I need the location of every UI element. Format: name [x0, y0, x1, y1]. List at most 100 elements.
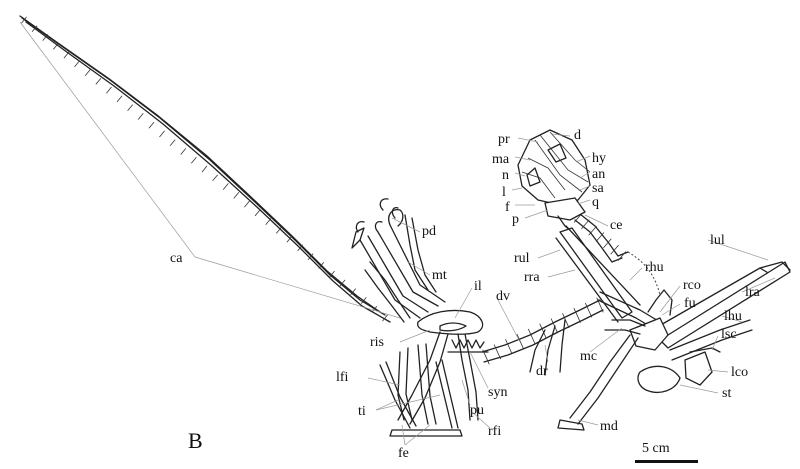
label-il: il — [474, 279, 482, 294]
vertebra-segment — [52, 42, 59, 50]
label-ca: ca — [170, 251, 183, 266]
vertebra-segment — [360, 297, 367, 304]
label-pr: pr — [498, 132, 510, 147]
vertebra-segment — [63, 51, 70, 59]
label-hy: hy — [592, 151, 606, 166]
label-lsc: lsc — [721, 327, 737, 342]
vertebra-segment — [275, 227, 282, 234]
vertebra-segment — [74, 60, 80, 68]
vertebra-segment — [222, 183, 229, 190]
label-sa: sa — [592, 181, 604, 196]
label-lul: lul — [710, 233, 725, 248]
vertebra-segment — [212, 174, 219, 182]
label-mt: mt — [432, 268, 447, 283]
vertebra-segment — [31, 25, 38, 33]
label-q: q — [592, 195, 599, 210]
vertebra-segment — [95, 78, 102, 85]
vertebra-segment — [617, 251, 627, 261]
vertebra-segment — [584, 302, 593, 318]
vertebra-segment — [573, 307, 581, 323]
label-lhu: lhu — [724, 309, 742, 324]
vertebra-segment — [84, 69, 91, 76]
vertebra-segment — [42, 34, 49, 41]
label-st: st — [722, 386, 731, 401]
forelimbs-pectoral — [555, 225, 791, 431]
vertebra-segment — [371, 305, 378, 313]
label-rra: rra — [524, 270, 540, 285]
vertebra-segment — [516, 333, 524, 349]
vertebra-segment — [603, 238, 612, 249]
vertebra-segment — [539, 323, 547, 339]
dorsal-vertebrae — [481, 297, 604, 376]
vertebra-segment — [265, 218, 272, 225]
vertebra-segment — [505, 339, 513, 355]
label-lco: lco — [731, 365, 748, 380]
vertebra-segment — [350, 288, 357, 296]
label-dr: dr — [536, 364, 548, 379]
vertebra-segment — [382, 314, 388, 322]
tail-caudal-series — [19, 15, 391, 323]
vertebra-segment — [339, 279, 346, 287]
label-ris: ris — [370, 335, 384, 350]
label-ti: ti — [358, 404, 366, 419]
vertebra-segment — [297, 244, 303, 252]
label-fe: fe — [398, 446, 409, 461]
vertebra-segment — [127, 104, 134, 111]
vertebra-segment — [106, 86, 112, 94]
vertebra-segment — [527, 328, 536, 344]
part-labels: pr d ma hy n an l sa f q p ce pd ca mt i… — [170, 128, 761, 461]
label-p: p — [512, 212, 519, 227]
skull — [517, 129, 591, 233]
vertebra-segment — [190, 156, 197, 164]
label-rul: rul — [514, 251, 530, 266]
vertebra-segment — [588, 225, 597, 236]
label-syn: syn — [488, 385, 507, 400]
vertebra-segment — [180, 148, 187, 155]
label-rhu: rhu — [645, 260, 664, 275]
panel-letter: B — [188, 428, 203, 453]
label-dv: dv — [496, 289, 510, 304]
vertebra-segment — [201, 165, 208, 173]
vertebra-segment — [169, 139, 176, 147]
scale-bar-line — [635, 460, 698, 463]
label-md: md — [600, 419, 618, 434]
vertebra-segment — [159, 130, 165, 138]
label-rco: rco — [683, 278, 701, 293]
label-n: n — [502, 168, 509, 183]
vertebra-segment — [286, 235, 293, 243]
vertebra-segment — [610, 244, 619, 255]
vertebra-segment — [318, 262, 325, 269]
vertebra-segment — [137, 113, 144, 120]
vertebra-segment — [493, 344, 502, 360]
vertebra-segment — [482, 349, 490, 365]
label-pd: pd — [422, 224, 436, 239]
leader-lines — [19, 21, 776, 446]
label-fu: fu — [684, 296, 696, 311]
vertebra-segment — [21, 16, 27, 24]
label-an: an — [592, 167, 605, 182]
vertebra-segment — [116, 95, 123, 103]
pelvis-hindlimbs — [379, 309, 489, 437]
vertebra-segment — [581, 219, 590, 230]
vertebra-segment — [307, 253, 314, 260]
scale-bar-label: 5 cm — [642, 441, 670, 456]
label-ma: ma — [492, 152, 510, 167]
label-f: f — [505, 200, 510, 215]
vertebra-segment — [233, 191, 240, 199]
vertebra-segment — [595, 232, 605, 242]
label-rfi: rfi — [488, 424, 501, 439]
label-pu: pu — [470, 403, 484, 418]
vertebra-segment — [562, 313, 570, 329]
label-d: d — [574, 128, 581, 143]
scale-bar: 5 cm — [635, 441, 698, 463]
label-lfi: lfi — [336, 370, 349, 385]
label-mc: mc — [580, 349, 597, 364]
vertebra-segment — [244, 200, 250, 208]
label-ce: ce — [610, 218, 622, 233]
label-lra: lra — [745, 285, 761, 300]
label-l: l — [502, 185, 506, 200]
vertebra-segment — [148, 121, 155, 129]
cervical-vertebrae — [573, 213, 661, 296]
